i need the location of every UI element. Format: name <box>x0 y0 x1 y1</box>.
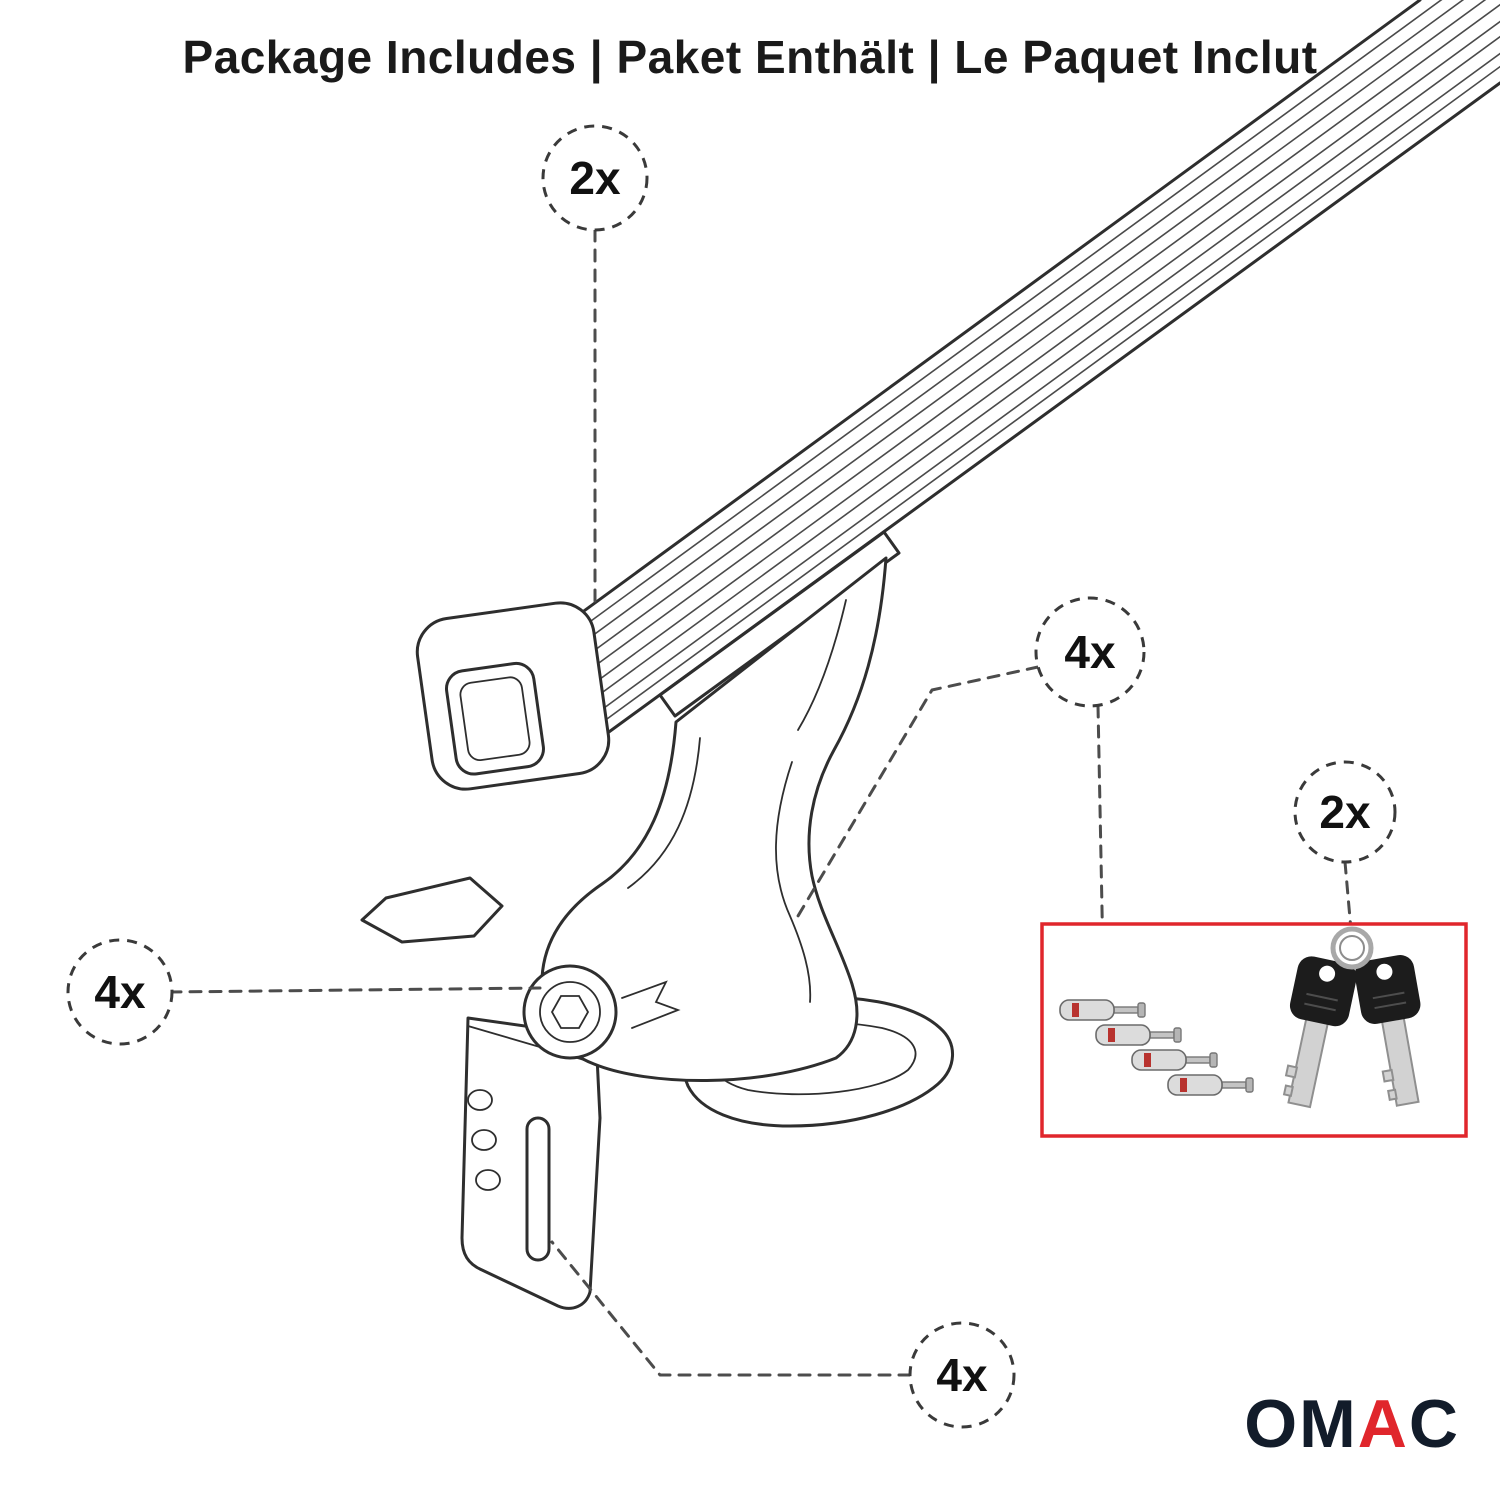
callout-lock-bolts-qty: 4x <box>1034 596 1146 708</box>
clamp-hole <box>475 1169 501 1191</box>
clamp-plate <box>460 1016 602 1310</box>
lock-bolt <box>1095 1024 1182 1046</box>
lock-bolts <box>1059 999 1254 1096</box>
mounting-foot <box>522 530 901 1082</box>
logo-text-dark-1: OM <box>1244 1386 1358 1462</box>
leader-foot <box>168 986 542 994</box>
foot-bar-clamp-strip <box>658 530 901 718</box>
key <box>1282 956 1357 1109</box>
lock-bolt <box>1167 1074 1254 1096</box>
callout-crossbar-qty: 2x <box>541 124 649 232</box>
callout-clamp-qty: 4x <box>908 1321 1016 1429</box>
hardware-box <box>1040 922 1468 1138</box>
crossbar-ridges <box>542 0 1500 728</box>
svg-text:4x: 4x <box>1064 626 1116 678</box>
clamp-hole <box>471 1129 497 1151</box>
bolt-boss <box>522 964 618 1060</box>
lock-bolt <box>1131 1049 1218 1071</box>
callout-foot-qty: 4x <box>66 938 174 1046</box>
foot-flange-tab <box>360 876 504 944</box>
leader-clamp <box>550 1240 912 1377</box>
bar-end-cap <box>415 601 611 791</box>
lock-bolt <box>1059 999 1146 1021</box>
key <box>1354 955 1421 1107</box>
key-ring <box>1330 926 1374 970</box>
leader-bolts-to-box <box>1096 704 1106 1012</box>
svg-text:4x: 4x <box>936 1349 988 1401</box>
callout-keys-qty: 2x <box>1293 760 1397 864</box>
leader-lines <box>168 228 1353 1377</box>
svg-text:2x: 2x <box>569 152 621 204</box>
clamp-slot <box>525 1116 551 1262</box>
clamp-hole <box>467 1089 493 1111</box>
page-title: Package Includes | Paket Enthält | Le Pa… <box>182 31 1318 83</box>
logo-text-red: A <box>1357 1386 1409 1462</box>
logo-text-dark-2: C <box>1408 1386 1460 1462</box>
svg-text:2x: 2x <box>1319 786 1371 838</box>
hex-socket <box>550 995 590 1029</box>
crossbar-drawing <box>534 0 1500 739</box>
omac-logo: OMAC <box>1244 1390 1460 1458</box>
lever-detail <box>621 980 681 1029</box>
leader-bolts-to-foot <box>796 665 1040 918</box>
leader-keys <box>1343 860 1353 932</box>
svg-text:4x: 4x <box>94 966 146 1018</box>
keys <box>1282 926 1421 1109</box>
